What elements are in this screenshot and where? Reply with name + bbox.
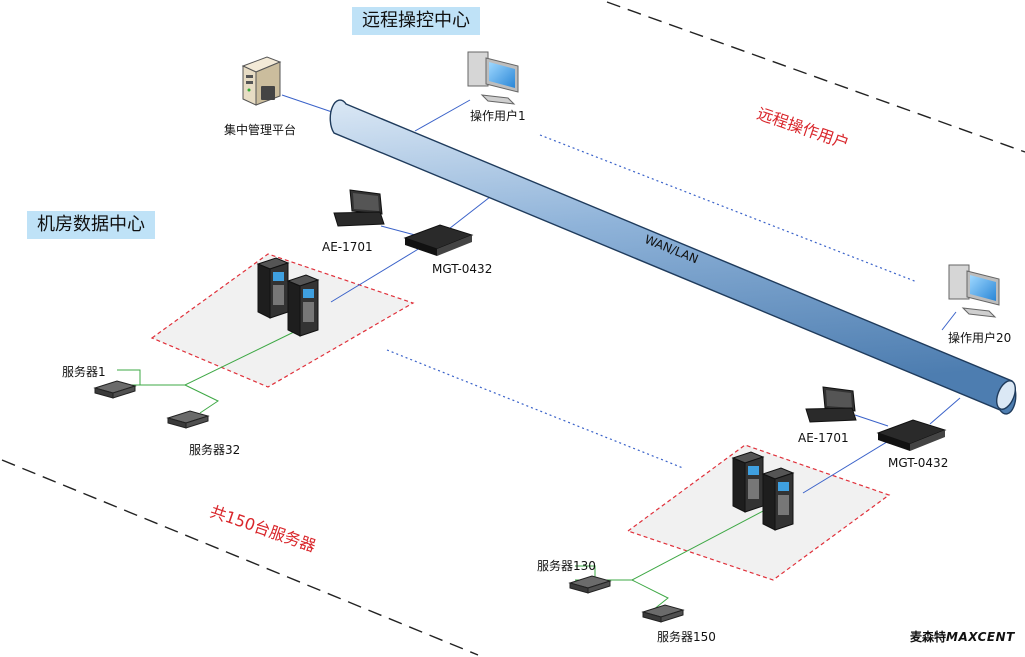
network-links — [281, 94, 961, 494]
remote-control-center-title: 远程操控中心 — [352, 7, 480, 35]
wan-lan-pipe: WAN/LAN — [329, 99, 1017, 415]
server-130-icon — [568, 575, 612, 594]
console-b-label: AE-1701 — [798, 431, 849, 445]
console-a-lcd-icon — [333, 189, 385, 227]
operator-20-label: 操作用户20 — [948, 331, 1012, 345]
console-a-label: AE-1701 — [322, 240, 373, 254]
server-links — [117, 329, 766, 611]
datacenter-zone-b — [626, 444, 891, 581]
guide-line-lower — [386, 349, 684, 469]
rack-a2-icon — [286, 274, 320, 337]
console-b-lcd-icon — [805, 386, 857, 423]
server-32-label: 服务器32 — [189, 443, 241, 457]
switch-a-label: MGT-0432 — [432, 262, 493, 276]
operator-1-label: 操作用户1 — [470, 109, 526, 123]
datacenter-zone-a — [150, 253, 415, 388]
rack-b2-icon — [761, 467, 795, 531]
server-32-icon — [166, 410, 210, 429]
operator-20-pc-icon — [948, 264, 1000, 318]
switch-b-label: MGT-0432 — [888, 456, 949, 470]
brand-en-text: MAXCENT — [946, 630, 1015, 644]
server-150-label: 服务器150 — [657, 630, 716, 644]
management-platform-label: 集中管理平台 — [224, 123, 297, 137]
switch-b-icon — [876, 419, 947, 451]
rack-b1-icon — [731, 451, 765, 513]
management-server-icon — [241, 56, 282, 106]
datacenter-title: 机房数据中心 — [27, 211, 155, 239]
brand-logo: 麦森特MAXCENT — [910, 628, 1015, 645]
boundary-line-bottom — [1, 459, 479, 656]
brand-cn-text: 麦森特 — [910, 630, 947, 644]
server-1-label: 服务器1 — [62, 365, 106, 379]
switch-a-icon — [403, 224, 474, 256]
operator-1-pc-icon — [467, 51, 519, 105]
rack-a1-icon — [256, 257, 290, 319]
server-150-icon — [641, 604, 685, 623]
server-130-label: 服务器130 — [537, 559, 596, 573]
server-1-icon — [93, 380, 137, 399]
boundary-line-top — [606, 1, 1025, 153]
